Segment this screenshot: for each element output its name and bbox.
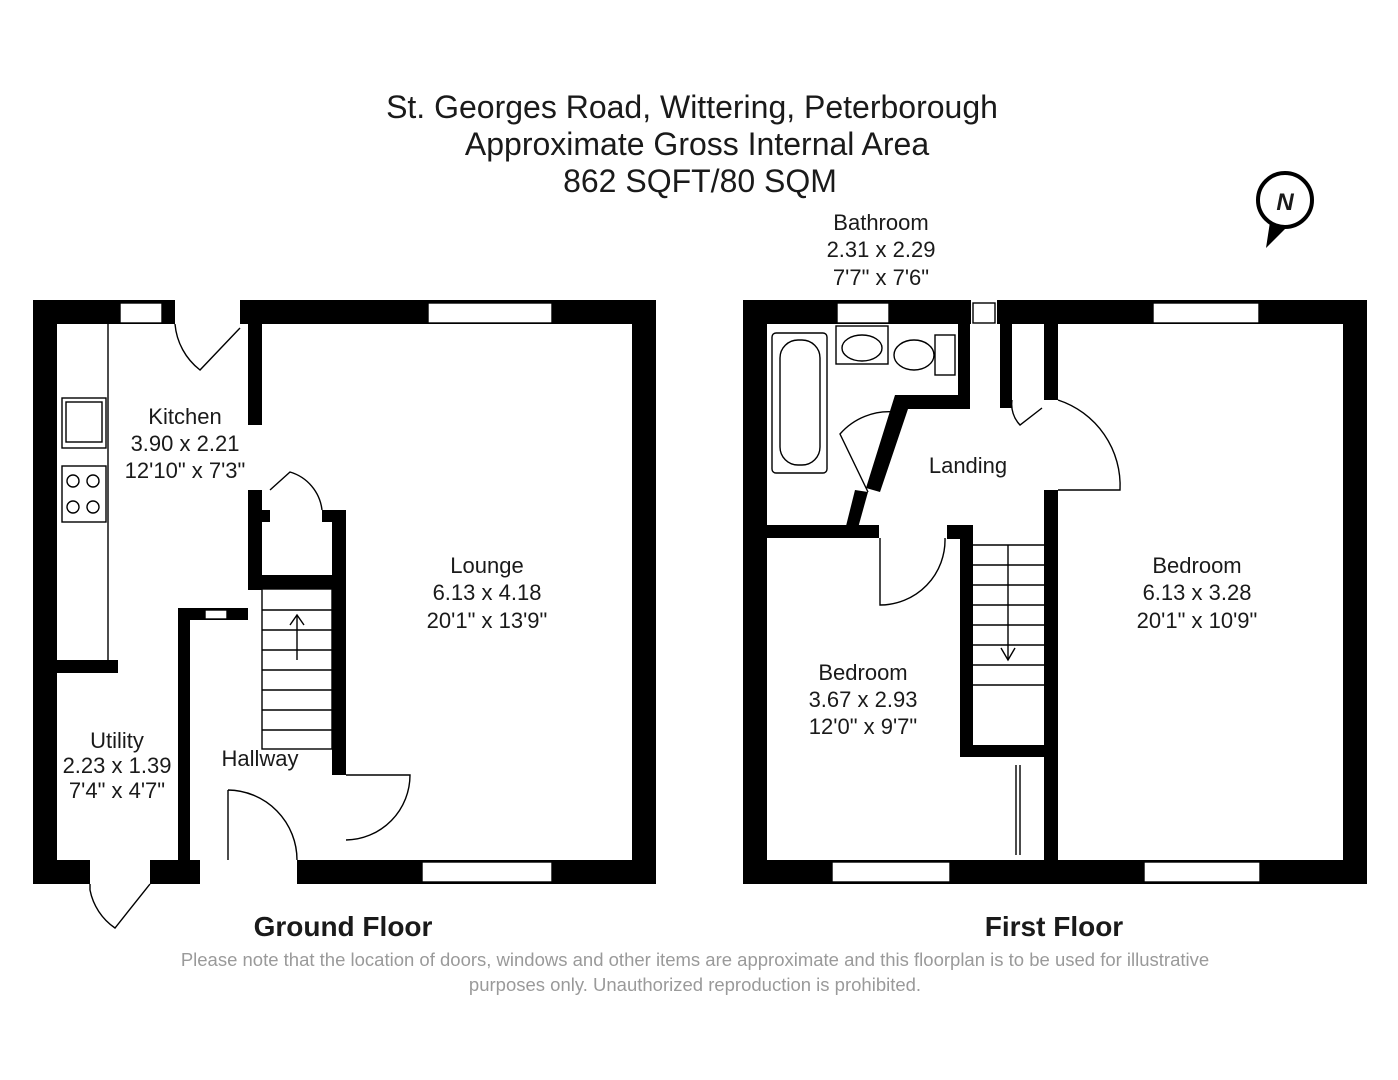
first-floor-label: First Floor [985,911,1124,942]
ground-floor-label: Ground Floor [254,911,433,942]
kitchen-imperial: 12'10" x 7'3" [125,458,246,483]
disclaimer-line-2: purposes only. Unauthorized reproduction… [469,974,921,995]
kitchen-metric: 3.90 x 2.21 [131,431,240,456]
lounge-metric: 6.13 x 4.18 [433,580,542,605]
lounge-imperial: 20'1" x 13'9" [427,608,548,633]
bathroom-imperial: 7'7" x 7'6" [833,265,929,290]
compass-label: N [1276,189,1294,216]
bedroom1-imperial: 20'1" x 10'9" [1137,608,1258,633]
kitchen-name: Kitchen [148,404,221,429]
area-label: Approximate Gross Internal Area [465,126,929,162]
bathroom-name: Bathroom [833,210,928,235]
utility-imperial: 7'4" x 4'7" [69,778,165,803]
ground-floor-plan [33,300,656,929]
utility-name: Utility [90,728,144,753]
bedroom1-name: Bedroom [1152,553,1241,578]
first-floor-labels: Bathroom 2.31 x 2.29 7'7" x 7'6" Landing… [809,210,1258,942]
utility-metric: 2.23 x 1.39 [63,753,172,778]
area-value: 862 SQFT/80 SQM [563,163,837,199]
disclaimer-line-1: Please note that the location of doors, … [181,949,1209,970]
bathroom-metric: 2.31 x 2.29 [827,237,936,262]
bedroom2-imperial: 12'0" x 9'7" [809,714,917,739]
hallway-name: Hallway [221,746,298,771]
bedroom1-metric: 6.13 x 3.28 [1143,580,1252,605]
north-compass-icon: N [1256,171,1314,248]
ground-floor-labels: Kitchen 3.90 x 2.21 12'10" x 7'3" Lounge… [63,404,548,942]
bedroom2-name: Bedroom [818,660,907,685]
lounge-name: Lounge [450,553,523,578]
address-title: St. Georges Road, Wittering, Peterboroug… [386,89,998,125]
first-floor-plan [743,300,1367,884]
landing-name: Landing [929,453,1007,478]
bedroom2-metric: 3.67 x 2.93 [809,687,918,712]
header: St. Georges Road, Wittering, Peterboroug… [386,89,998,199]
